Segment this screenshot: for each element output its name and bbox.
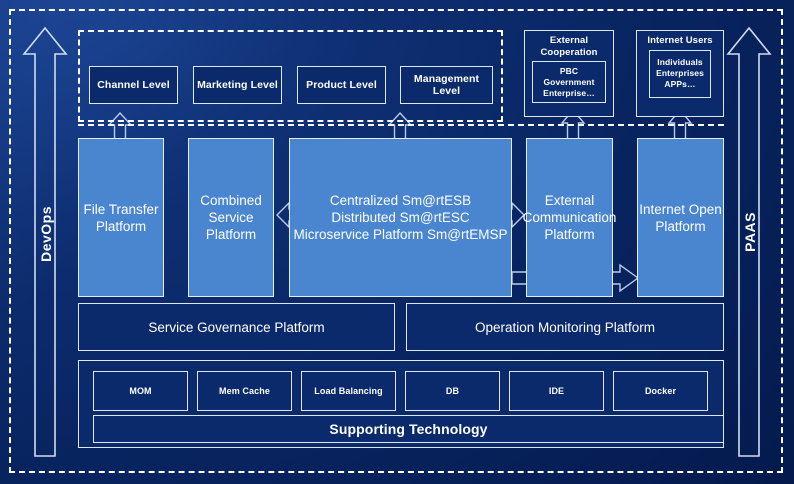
internet-users-box[interactable]: Internet Users Individuals Enterprises A… bbox=[636, 30, 724, 117]
layer-divider-dashed bbox=[78, 124, 724, 126]
tech-box-mem-cache[interactable]: Mem Cache bbox=[197, 371, 292, 411]
tech-label: Docker bbox=[644, 385, 677, 396]
platform-block-label: File Transfer Platform bbox=[83, 201, 159, 234]
platform-block-file-transfer[interactable]: File Transfer Platform bbox=[78, 138, 164, 297]
level-label: Management Level bbox=[413, 73, 480, 97]
band-service-governance[interactable]: Service Governance Platform bbox=[78, 303, 395, 351]
level-box-management[interactable]: Management Level bbox=[400, 66, 493, 104]
paas-arrow-label: PAAS bbox=[742, 212, 758, 252]
internet-users-title: Internet Users bbox=[647, 35, 713, 46]
level-label: Channel Level bbox=[97, 79, 170, 91]
platform-block-internet-open[interactable]: Internet Open Platform bbox=[637, 138, 724, 297]
outer-dashed-frame bbox=[9, 9, 783, 473]
tech-box-mom[interactable]: MOM bbox=[93, 371, 188, 411]
level-box-marketing[interactable]: Marketing Level bbox=[193, 66, 282, 104]
band-label: Service Governance Platform bbox=[148, 319, 325, 335]
supporting-technology-band[interactable]: Supporting Technology bbox=[93, 415, 724, 443]
level-box-product[interactable]: Product Level bbox=[297, 66, 386, 104]
tech-label: MOM bbox=[129, 385, 152, 396]
tech-box-docker[interactable]: Docker bbox=[613, 371, 708, 411]
tech-label: Load Balancing bbox=[314, 385, 383, 396]
platform-block-combined-service[interactable]: Combined Service Platform bbox=[188, 138, 274, 297]
core-line-1: Centralized Sm@rtESB bbox=[329, 193, 472, 208]
tech-box-ide[interactable]: IDE bbox=[509, 371, 604, 411]
platform-block-core-esb[interactable]: Centralized Sm@rtESB Distributed Sm@rtES… bbox=[289, 138, 512, 297]
core-line-3: Microservice Platform Sm@rtEMSP bbox=[293, 227, 508, 242]
band-operation-monitoring[interactable]: Operation Monitoring Platform bbox=[406, 303, 724, 351]
tech-label: Mem Cache bbox=[219, 385, 270, 396]
external-cooperation-title: External Cooperation bbox=[540, 35, 598, 58]
band-label: Operation Monitoring Platform bbox=[474, 319, 656, 335]
internet-users-inner-label: Individuals Enterprises APPs… bbox=[656, 57, 704, 89]
external-cooperation-box[interactable]: External Cooperation PBC Government Ente… bbox=[524, 30, 614, 117]
level-label: Marketing Level bbox=[197, 79, 278, 91]
platform-block-label: Internet Open Platform bbox=[639, 201, 722, 234]
level-box-channel[interactable]: Channel Level bbox=[89, 66, 178, 104]
core-line-2: Distributed Sm@rtESC bbox=[331, 210, 470, 225]
supporting-technology-label: Supporting Technology bbox=[329, 421, 488, 437]
tech-box-load-balancing[interactable]: Load Balancing bbox=[301, 371, 396, 411]
business-levels-dashed-group bbox=[78, 30, 503, 122]
external-cooperation-inner-box: PBC Government Enterprise… bbox=[532, 61, 606, 103]
platform-block-external-communication[interactable]: External Communication Platform bbox=[523, 138, 616, 297]
platform-block-label: Combined Service Platform bbox=[200, 193, 262, 242]
external-cooperation-inner-label: PBC Government Enterprise… bbox=[543, 65, 595, 98]
tech-label: IDE bbox=[548, 385, 565, 396]
platform-block-label: External Communication Platform bbox=[522, 193, 617, 242]
tech-box-db[interactable]: DB bbox=[405, 371, 500, 411]
level-label: Product Level bbox=[306, 79, 377, 91]
devops-arrow-label: DevOps bbox=[38, 206, 54, 262]
tech-label: DB bbox=[445, 385, 460, 396]
internet-users-inner-box: Individuals Enterprises APPs… bbox=[649, 49, 711, 98]
